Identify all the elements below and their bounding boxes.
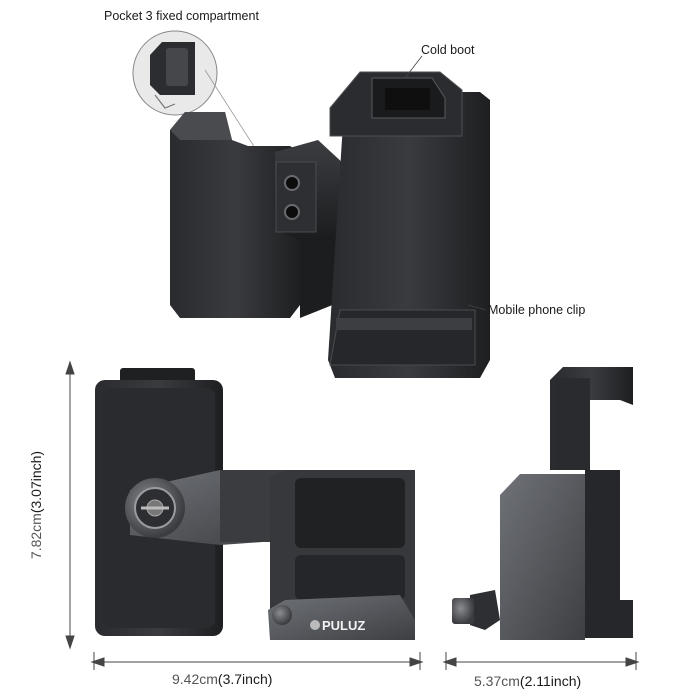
phone-clip-leader — [467, 304, 487, 311]
dimension-depth-label: 5.37cm(2.11inch) — [474, 673, 581, 689]
side-view — [452, 367, 633, 640]
compartment-inset — [132, 30, 256, 149]
dimension-depth-line — [442, 652, 640, 670]
side-compartment — [500, 474, 585, 640]
pocket3-compartment — [170, 112, 345, 318]
callout-phone-clip: Mobile phone clip — [488, 303, 586, 317]
dimension-width-line — [90, 652, 424, 670]
side-screw — [470, 590, 500, 630]
depth-imperial: (2.11inch) — [519, 673, 582, 689]
width-metric: 9.42cm — [172, 671, 218, 687]
cold-boot-leader — [404, 55, 423, 79]
width-imperial: (3.7inch) — [217, 671, 273, 687]
height-imperial: (3.07inch) — [28, 450, 44, 514]
dimension-height-label: 7.82cm(3.07inch) — [28, 435, 44, 575]
iso-view — [132, 30, 490, 378]
depth-metric: 5.37cm — [474, 673, 520, 689]
puluz-logo-icon — [310, 620, 320, 630]
front-view: PULUZ — [95, 368, 415, 640]
callout-pocket3-compartment: Pocket 3 fixed compartment — [104, 9, 259, 23]
phone-clip — [328, 71, 490, 378]
height-metric: 7.82cm — [28, 513, 44, 560]
brand-logo: PULUZ — [322, 618, 365, 633]
callout-cold-boot: Cold boot — [421, 43, 475, 57]
dimension-width-label: 9.42cm(3.7inch) — [172, 671, 272, 687]
dimension-height-line — [65, 360, 75, 650]
side-clip-bottom — [585, 470, 633, 638]
